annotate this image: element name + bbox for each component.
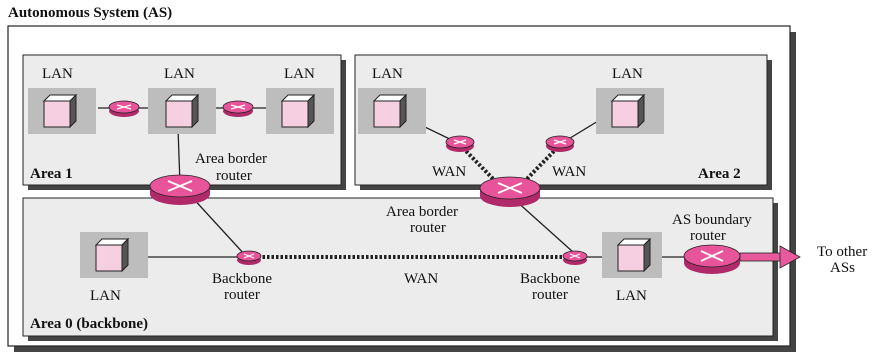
lan-area1-right — [266, 88, 334, 134]
area1-label: Area 1 — [30, 166, 73, 182]
lan-label: LAN — [90, 288, 121, 304]
backbone-router-label-2: router — [224, 287, 260, 303]
lan-area1-middle — [148, 88, 216, 134]
router-area1-a — [108, 100, 140, 117]
lan-area2-right — [596, 88, 664, 134]
lan-label: LAN — [612, 66, 643, 82]
lan-area2-left — [358, 88, 426, 134]
to-other-label-2: ASs — [830, 260, 855, 276]
diagram-title: Autonomous System (AS) — [8, 5, 172, 21]
lan-backbone-right — [602, 232, 662, 278]
link — [189, 194, 246, 256]
backbone-router-right-label-1: Backbone — [520, 271, 580, 287]
lan-label: LAN — [284, 66, 315, 82]
area-border-router-label-2: router — [216, 168, 252, 184]
as-boundary-router — [683, 244, 741, 274]
to-other-label-1: To other — [817, 244, 867, 260]
area-border-router-center-label-1: Area border — [386, 204, 458, 220]
area0-label: Area 0 (backbone) — [30, 316, 148, 332]
router-area1-b — [222, 100, 254, 117]
lan-label: LAN — [616, 288, 647, 304]
area-border-router-label-1: Area border — [195, 151, 267, 167]
area-border-router-center — [479, 176, 541, 207]
router-area2-right — [545, 135, 575, 152]
lan-backbone-left — [80, 232, 148, 278]
lan-label: LAN — [372, 66, 403, 82]
wan-label: WAN — [552, 164, 586, 180]
as-boundary-router-label-1: AS boundary — [672, 212, 752, 228]
wan-label: WAN — [432, 164, 466, 180]
lan-label: LAN — [164, 66, 195, 82]
as-boundary-router-label-2: router — [690, 228, 726, 244]
to-other-as-arrow — [739, 245, 801, 269]
backbone-router-left — [236, 250, 262, 265]
backbone-router-right — [562, 250, 588, 265]
backbone-router-right-label-2: router — [532, 287, 568, 303]
area2-label: Area 2 — [698, 166, 741, 182]
lan-label: LAN — [42, 66, 73, 82]
area-border-router-center-label-2: router — [410, 220, 446, 236]
lan-area1-left — [28, 88, 96, 134]
area-border-router-left — [149, 174, 211, 205]
router-area2-left — [445, 135, 475, 152]
backbone-router-label-1: Backbone — [212, 271, 272, 287]
backbone-wan-label: WAN — [404, 271, 438, 287]
link — [514, 199, 574, 253]
